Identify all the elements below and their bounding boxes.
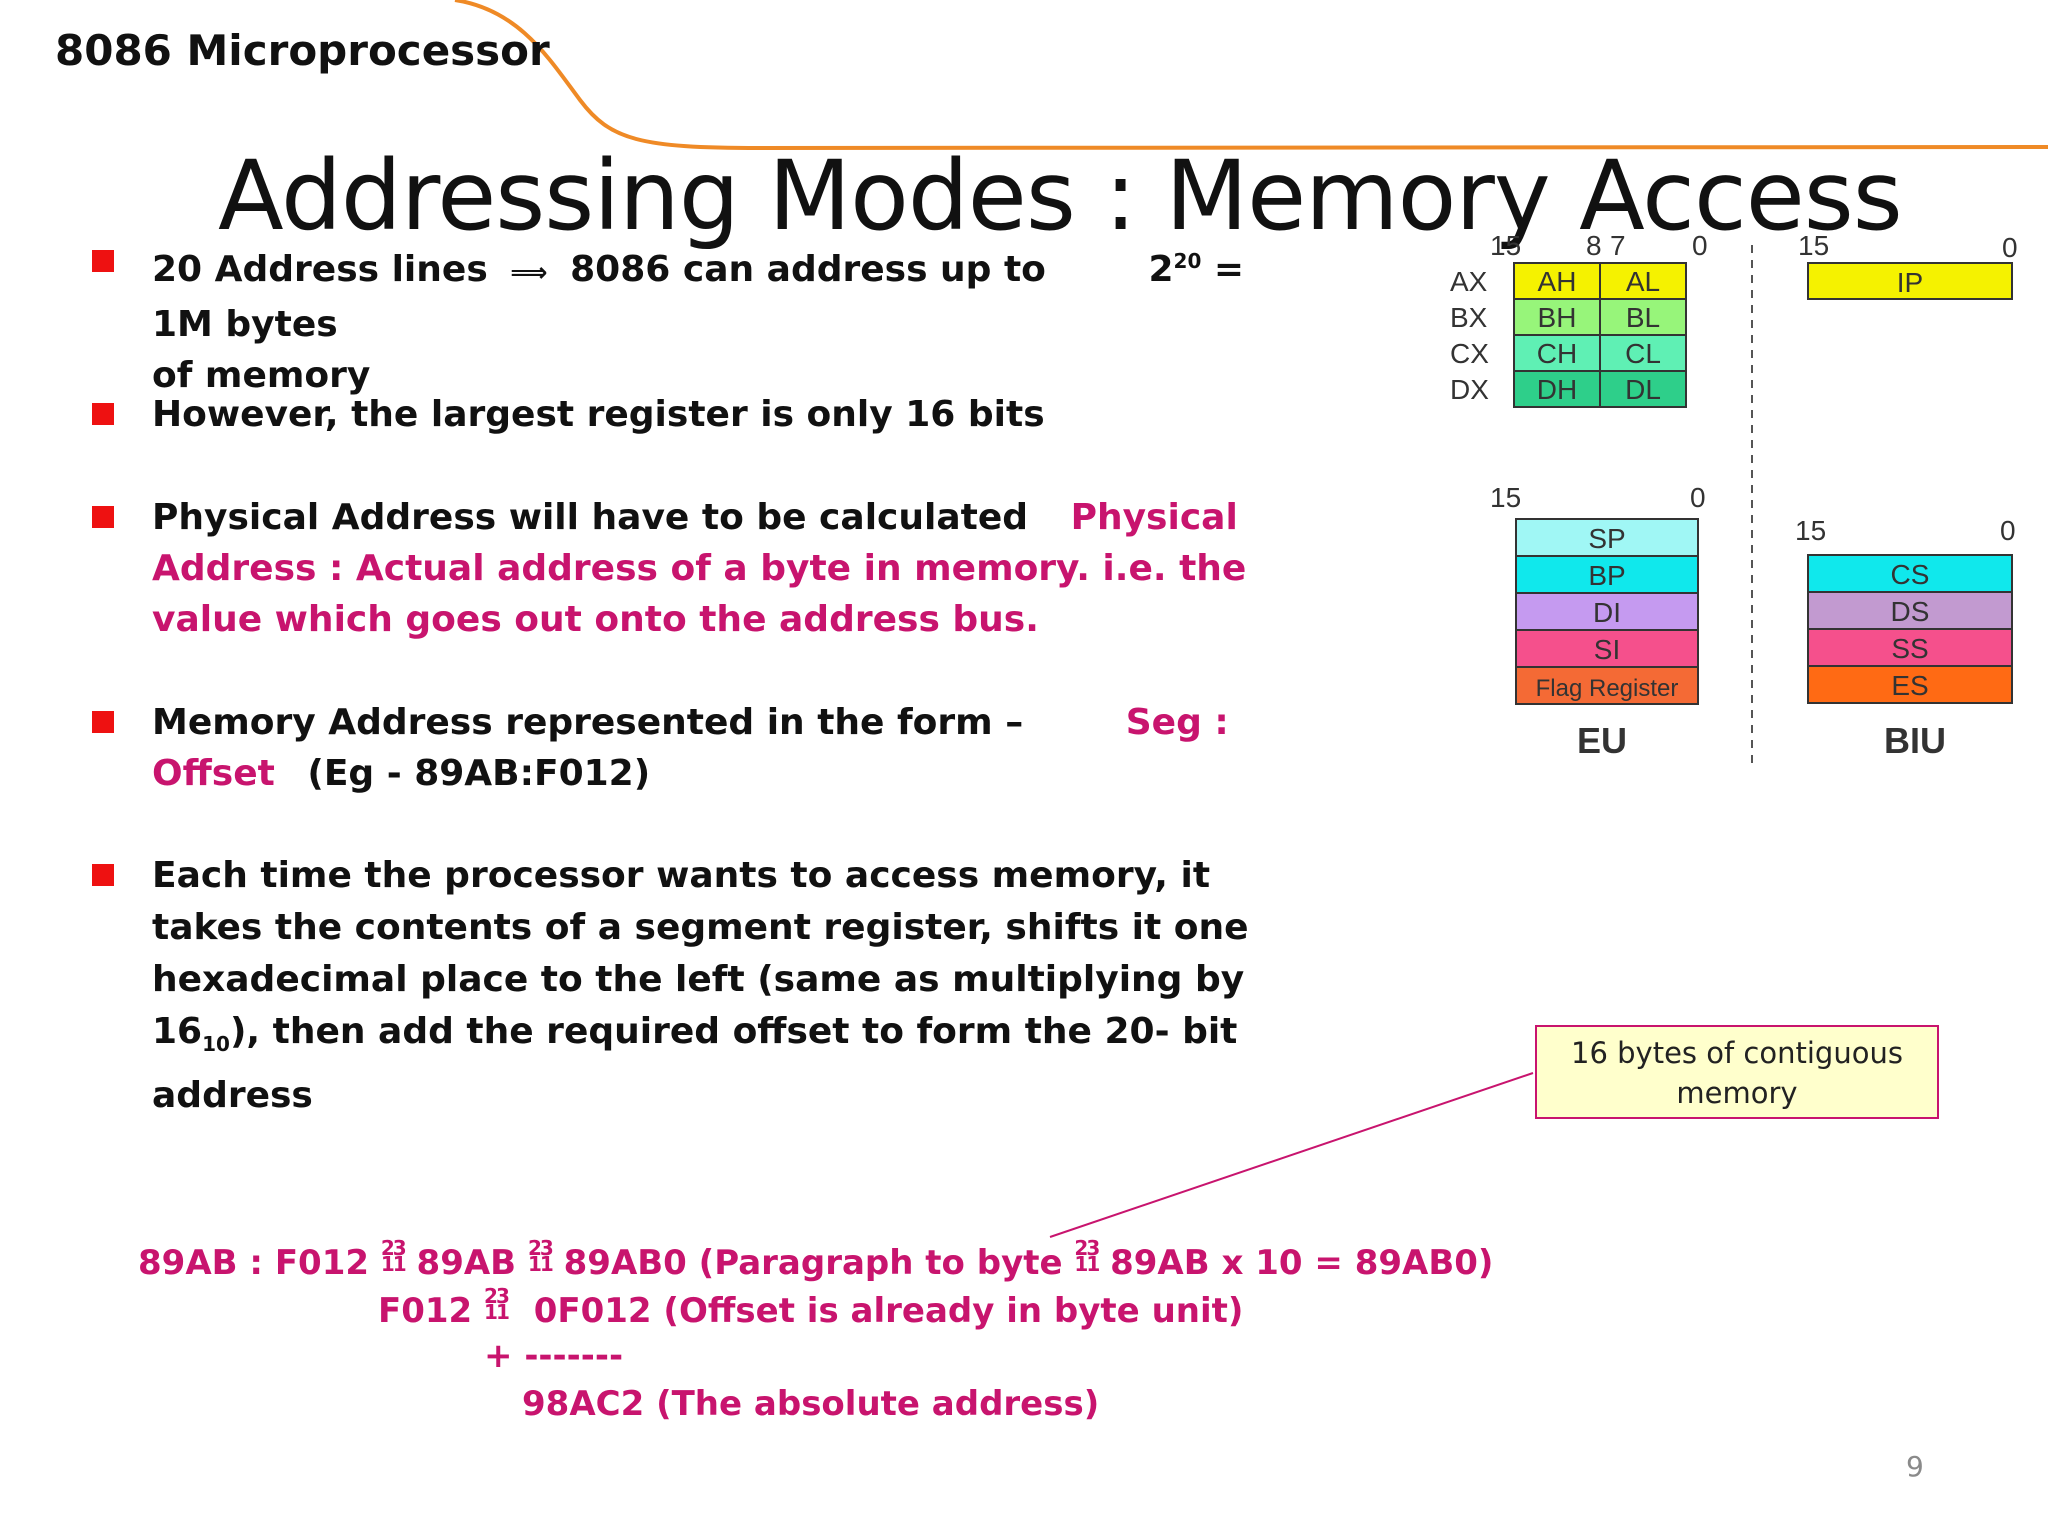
biu-register-label: ES (1891, 670, 1928, 701)
eu-register (1515, 666, 1699, 705)
bullet-text: Each time the processor wants to access … (152, 855, 1249, 1052)
eu-caption: EU (1577, 720, 1627, 761)
seg-offset-highlight: Seg : Offset (152, 702, 1229, 794)
bullet-physical-address: Physical Address will have to be calcula… (92, 492, 1312, 645)
eu-register (1515, 555, 1699, 594)
biu-registers: CS DS SS ES (1807, 554, 2013, 704)
bit-label: 8 (1586, 230, 1602, 261)
eu-register-label: BP (1588, 560, 1625, 591)
bullet-text: ), then add the required offset to form … (152, 1011, 1238, 1117)
eu-registers: SP BP DI SI Flag Register (1515, 518, 1699, 705)
eu-register-label: SI (1594, 634, 1620, 665)
calc-line-4: 98AC2 (The absolute address) (522, 1384, 1100, 1424)
low-byte-register (1599, 334, 1687, 372)
bit-label: 0 (1690, 482, 1706, 513)
high-byte-label: BH (1538, 302, 1577, 333)
physical-address-definition: Physical Address : Actual address of a b… (152, 497, 1247, 640)
bullet-text: 20 Address lines (152, 249, 488, 290)
biu-register-label: CS (1891, 559, 1930, 590)
high-byte-label: DH (1537, 374, 1577, 405)
eu-register-label: Flag Register (1536, 675, 1679, 702)
bullet-marker (92, 864, 114, 886)
bullet-address-lines: 20 Address lines ⟹ 8086 can address up t… (92, 236, 1312, 401)
callout-line: memory (1676, 1076, 1798, 1110)
low-byte-label: CL (1625, 338, 1661, 369)
calc-line-3: + ------- (484, 1336, 624, 1376)
low-byte-register (1599, 370, 1687, 408)
bullet-marker (92, 711, 114, 733)
bullet-text: 8086 can address up to (570, 249, 1046, 290)
biu-register (1807, 665, 2013, 704)
register-pair-name: CX (1450, 338, 1489, 369)
bullet-memory-address-form: Memory Address represented in the form –… (92, 697, 1312, 799)
bit-label: 15 (1798, 230, 1829, 261)
bullet-text: Physical Address will have to be calcula… (152, 497, 1029, 538)
general-registers: AX AH AL BX BH BL CX CH CL DX DH DL (1450, 262, 1687, 408)
calc-text: 0F012 (Offset is already in byte unit) (533, 1290, 1244, 1331)
bullet-text: However, the largest register is only 16… (152, 394, 1045, 435)
register-pair-name: BX (1450, 302, 1488, 333)
register-pair-name: DX (1450, 374, 1489, 405)
ip-register (1807, 262, 2013, 300)
calc-text: 89AB0 (Paragraph to byte (563, 1242, 1063, 1283)
biu-register-label: SS (1891, 633, 1928, 664)
page-number: 9 (1906, 1450, 1924, 1483)
bit-label: 15 (1795, 515, 1826, 546)
bullet-marker (92, 506, 114, 528)
eu-register-label: SP (1588, 523, 1625, 554)
low-byte-label: BL (1626, 302, 1660, 333)
register-pair-name: AX (1450, 266, 1488, 297)
low-byte-label: DL (1625, 374, 1661, 405)
eu-register (1515, 592, 1699, 631)
bullet-text: of memory (152, 355, 371, 396)
power-base: 2 (1148, 249, 1174, 290)
register-diagram: 15 8 7 0 15 0 AX AH AL BX BH BL CX CH CL DX DH DL I… (1450, 230, 2018, 770)
contiguous-memory-callout: 16 bytes of contiguous memory (1535, 1025, 1939, 1119)
bullet-largest-register: However, the largest register is only 16… (92, 389, 1312, 440)
bullet-text: = 1M bytes (152, 249, 1245, 345)
header-swoosh (454, 0, 2048, 151)
calc-text: 89AB : F012 (138, 1242, 370, 1283)
bit-label: 0 (2002, 232, 2018, 263)
bit-label: 0 (2000, 515, 2016, 546)
high-byte-register (1513, 370, 1601, 408)
eu-register-label: DI (1593, 597, 1621, 628)
eu-register (1515, 629, 1699, 668)
bullet-segment-shift: Each time the processor wants to access … (92, 850, 1312, 1122)
biu-register (1807, 554, 2013, 593)
power-exponent: 20 (1173, 249, 1202, 273)
bit-label: 15 (1490, 482, 1521, 513)
bit-label: 0 (1692, 230, 1708, 261)
bullet-text: (Eg - 89AB:F012) (307, 753, 651, 794)
low-byte-label: AL (1626, 266, 1660, 297)
biu-register-label: DS (1891, 596, 1930, 627)
header-title: 8086 Microprocessor (55, 26, 550, 75)
slide-title: Addressing Modes : Memory Access (218, 140, 1903, 252)
bullet-marker (92, 403, 114, 425)
bit-label: 7 (1610, 230, 1626, 261)
subscript: 10 (202, 1032, 230, 1057)
bullet-marker (92, 250, 114, 272)
callout-line: 16 bytes of contiguous (1571, 1036, 1903, 1070)
ip-label: IP (1897, 267, 1923, 298)
calc-text: 89AB (416, 1242, 517, 1283)
bit-label: 15 (1490, 230, 1521, 261)
calc-text: 89AB x 10 = 89AB0) (1110, 1242, 1494, 1283)
biu-caption: BIU (1884, 720, 1946, 761)
double-arrow-icon: ⟹ (510, 258, 548, 288)
bullet-text: Memory Address represented in the form – (152, 702, 1024, 743)
low-byte-register (1599, 262, 1687, 300)
high-byte-label: CH (1537, 338, 1577, 369)
high-byte-label: AH (1538, 266, 1577, 297)
calc-text: F012 (378, 1290, 473, 1331)
